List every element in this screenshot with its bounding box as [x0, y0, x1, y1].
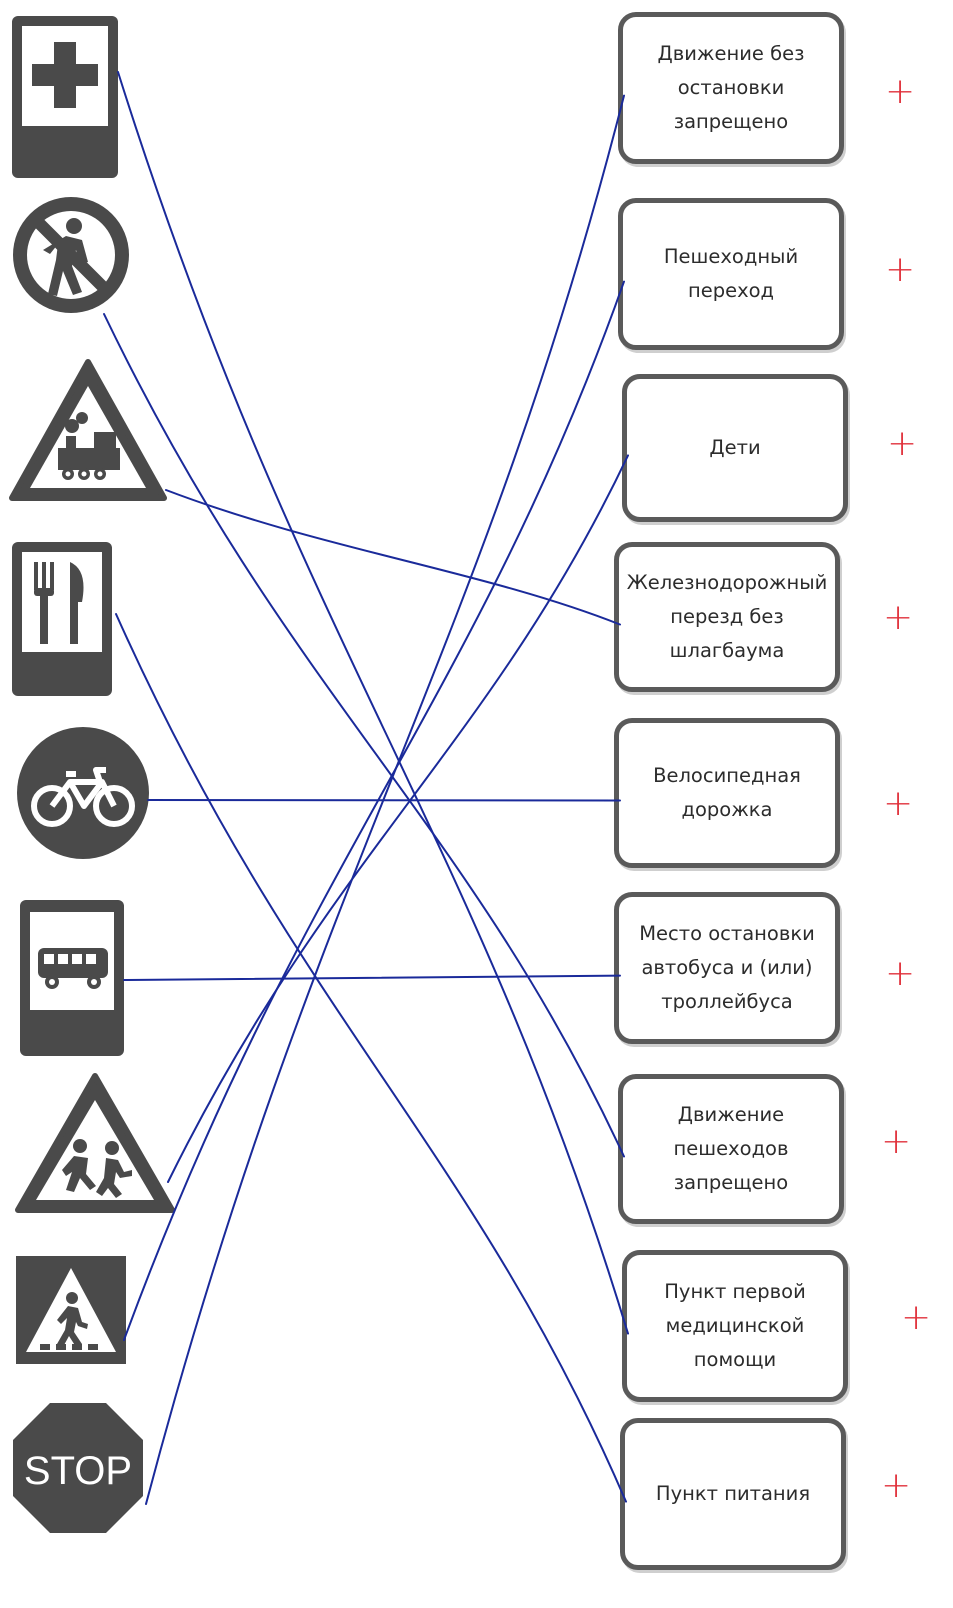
check-mark: +: [881, 1465, 912, 1506]
match-line-bus-stop-sign: [123, 974, 621, 981]
match-line-children-sign: [167, 454, 629, 1183]
stop-sign: STOP: [13, 1403, 143, 1533]
match-line-pedestrian-crossing-sign: [123, 280, 625, 1341]
match-line-stop-sign: [145, 94, 625, 1505]
label-no-stopping: Движение без остановки запрещено: [618, 12, 844, 164]
match-line-food-service-sign: [115, 613, 627, 1503]
bus-stop-sign: [20, 900, 124, 1056]
first-aid-sign: [12, 16, 118, 178]
label-food-service: Пункт питания: [620, 1418, 846, 1570]
label-bicycle-path: Велосипедная дорожка: [614, 718, 840, 868]
check-mark: +: [901, 1297, 932, 1338]
railroad-crossing-sign: [9, 359, 167, 501]
match-line-railroad-crossing-sign: [165, 489, 621, 626]
check-mark: +: [881, 1121, 912, 1162]
pedestrian-crossing-sign: [16, 1256, 126, 1364]
check-mark: +: [885, 953, 916, 994]
check-mark: +: [885, 71, 916, 112]
children-sign: [15, 1073, 175, 1213]
check-mark: +: [885, 249, 916, 290]
label-no-pedestrians: Движение пешеходов запрещено: [618, 1074, 844, 1224]
label-railroad-crossing: Железнодорожный перезд без шлагбаума: [614, 542, 840, 692]
match-line-bicycle-path-sign: [147, 799, 621, 802]
check-mark: +: [883, 783, 914, 824]
no-pedestrians-sign: [13, 197, 129, 313]
check-mark: +: [887, 423, 918, 464]
check-mark: +: [883, 597, 914, 638]
bicycle-path-sign: [17, 727, 149, 859]
label-bus-stop: Место остановки автобуса и (или) троллей…: [614, 892, 840, 1044]
stop-sign-text: STOP: [24, 1449, 132, 1493]
food-service-sign: [12, 542, 112, 696]
label-first-aid: Пункт первой медицинской помощи: [622, 1250, 848, 1402]
match-line-no-pedestrians-sign: [103, 313, 625, 1158]
label-children: Дети: [622, 374, 848, 522]
match-line-first-aid-sign: [117, 71, 629, 1335]
label-pedestrian-crossing: Пешеходный переход: [618, 198, 844, 350]
